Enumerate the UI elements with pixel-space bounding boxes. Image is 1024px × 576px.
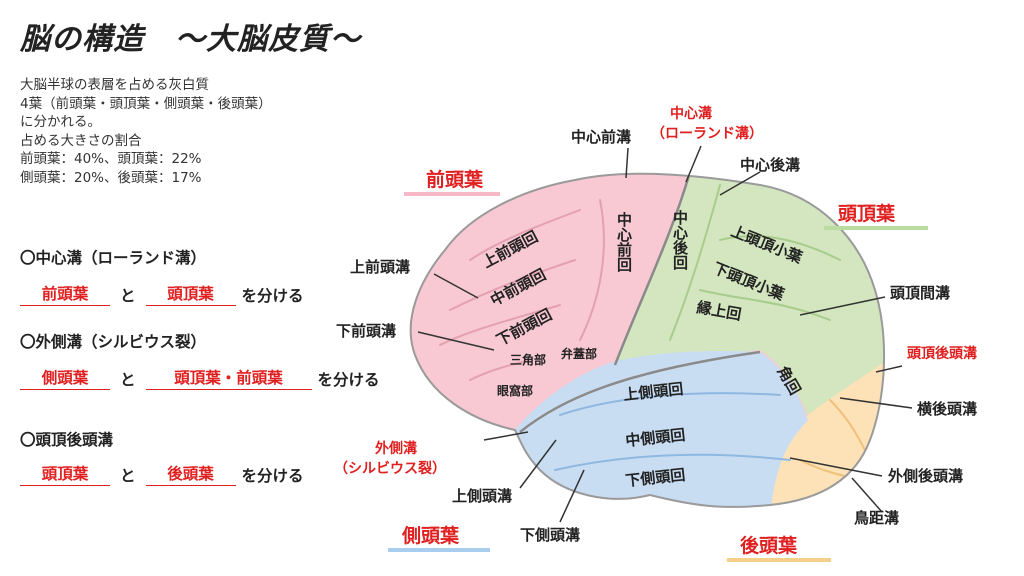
lateral-sulcus-line <box>519 350 761 433</box>
info-line: 前頭葉：40%、頭頂葉：22% <box>20 151 202 167</box>
gyrus-label: 中心前回 <box>615 211 633 273</box>
brain-outline <box>409 172 886 508</box>
sulcus-label: 下側頭溝 <box>520 526 580 544</box>
parietal-lobe-label: 頭頂葉 <box>838 203 896 225</box>
gyrus-label: 眼窩部 <box>497 383 533 398</box>
rule-line-parieto-occipital: 頭頂葉 と 後頭葉 を分ける <box>20 462 304 486</box>
gyrus-label: 中心後回 <box>671 209 689 271</box>
rule-tail: を分ける <box>241 467 304 485</box>
info-text: 大脳半球の表層を占める灰白質 4葉（前頭葉・頭頂葉・側頭葉・後頭葉） に分かれる… <box>20 76 272 187</box>
rule-line-central-sulcus: 前頭葉 と 頭頂葉 を分ける <box>20 282 304 306</box>
answer-blank: 後頭葉 <box>145 462 236 486</box>
answer-blank: 前頭葉 <box>20 282 110 306</box>
frontal-lobe-underline <box>404 192 500 196</box>
frontal-lobe-label: 前頭葉 <box>426 168 484 191</box>
gyrus-label: 三角部 <box>510 352 546 367</box>
sulcus-label: 横後頭溝 <box>917 400 977 418</box>
answer-blank: 側頭葉 <box>20 366 110 390</box>
sulcus-label: 下前頭溝 <box>336 322 396 340</box>
sulcus-label: 上前頭溝 <box>350 258 410 276</box>
page-title: 脳の構造 ～大脳皮質～ <box>20 22 361 57</box>
occipital-lobe-underline <box>727 558 831 562</box>
sulcus-label: （ローランド溝） <box>651 125 763 142</box>
parietal-lobe-underline <box>824 226 928 230</box>
sulcus-label: 外側後頭溝 <box>887 467 963 485</box>
answer-blank: 頭頂葉 <box>20 462 110 486</box>
sulcus-label: 上側頭溝 <box>452 487 512 505</box>
temporal-lobe-label: 側頭葉 <box>401 525 460 547</box>
conjunction: と <box>120 467 136 485</box>
temporal-lobe-underline <box>388 548 490 552</box>
sulcus-label: 中心溝 <box>670 105 712 122</box>
conjunction: と <box>120 371 136 389</box>
conjunction: と <box>120 287 136 305</box>
rule-heading-lateral-sulcus: 〇外側溝（シルビウス裂） <box>20 333 207 351</box>
sulcus-label: 頭頂後頭溝 <box>907 345 977 362</box>
info-line: 4葉（前頭葉・頭頂葉・側頭葉・後頭葉） <box>20 95 272 112</box>
occipital-lobe-label: 後頭葉 <box>740 534 798 557</box>
info-line: 側頭葉：20%、後頭葉：17% <box>20 169 202 186</box>
sulcus-label: 頭頂間溝 <box>890 284 950 302</box>
info-line: 占める大きさの割合 <box>20 132 142 149</box>
sulcus-label: 鳥距溝 <box>854 509 899 527</box>
rule-heading-central-sulcus: 〇中心溝（ローランド溝） <box>20 249 207 267</box>
gyrus-label: 弁蓋部 <box>561 346 597 361</box>
sulcus-label: 中心前溝 <box>571 128 631 146</box>
info-line: に分かれる。 <box>20 114 101 130</box>
sulcus-label: 外側溝 <box>375 440 417 457</box>
answer-blank: 頭頂葉・前頭葉 <box>145 366 312 390</box>
answer-blank: 頭頂葉 <box>145 282 236 306</box>
sulcus-label: （シルビウス裂） <box>334 460 446 477</box>
sulcus-label: 中心後溝 <box>740 156 800 174</box>
rule-tail: を分ける <box>241 287 304 305</box>
rule-tail: を分ける <box>317 371 380 389</box>
rule-heading-parieto-occipital: 〇頭頂後頭溝 <box>20 431 114 449</box>
rule-line-lateral-sulcus: 側頭葉 と 頭頂葉・前頭葉 を分ける <box>20 366 380 390</box>
info-line: 大脳半球の表層を占める灰白質 <box>20 77 209 93</box>
central-sulcus-line <box>613 173 692 366</box>
